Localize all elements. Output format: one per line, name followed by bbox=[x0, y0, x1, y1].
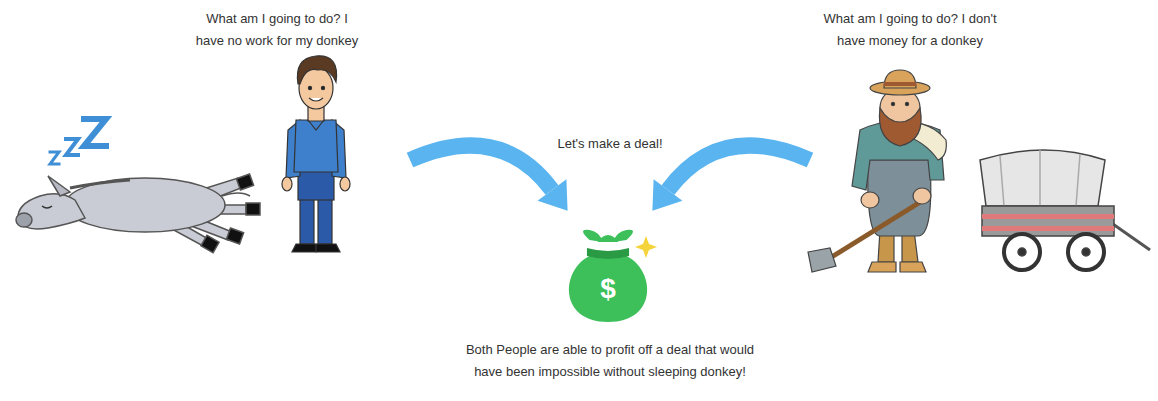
wagon-part bbox=[982, 206, 1114, 236]
man-figure bbox=[282, 56, 350, 252]
merge-arrow-part bbox=[538, 179, 568, 211]
wagon-part bbox=[1004, 234, 1040, 270]
wagon-part bbox=[1082, 248, 1090, 256]
farmer-figure-part bbox=[900, 262, 926, 272]
merge-arrow-part bbox=[410, 145, 552, 190]
man-figure-part bbox=[308, 86, 311, 89]
farmer-figure-part bbox=[884, 70, 916, 88]
wagon-part bbox=[1110, 222, 1150, 250]
caption-text: What am I going to do? I don't have mone… bbox=[790, 8, 1030, 52]
caption-text: What am I going to do? I have no work fo… bbox=[162, 8, 392, 52]
money-bag-part bbox=[597, 235, 618, 242]
merge-arrow-part bbox=[668, 145, 810, 190]
wagon-part bbox=[1068, 234, 1104, 270]
sparkle bbox=[635, 236, 657, 258]
donkey-part bbox=[226, 228, 243, 244]
man-figure-part bbox=[316, 244, 340, 252]
farmer-figure-part bbox=[879, 108, 921, 146]
man-figure-part bbox=[309, 98, 323, 101]
donkey-part bbox=[48, 176, 70, 196]
donkey-part bbox=[70, 180, 130, 188]
farmer-figure-part bbox=[868, 262, 896, 272]
sleep-symbol bbox=[50, 119, 106, 164]
donkey-part bbox=[236, 174, 253, 190]
donkey bbox=[16, 174, 260, 253]
farmer-figure-part bbox=[861, 192, 879, 208]
sleep-symbol-part bbox=[50, 152, 59, 164]
donkey-part bbox=[65, 178, 225, 232]
donkey-part bbox=[246, 203, 260, 215]
farmer-figure-part bbox=[884, 82, 916, 86]
wagon-part bbox=[982, 226, 1114, 231]
currency-symbol: $ bbox=[558, 274, 658, 304]
money-bag-part bbox=[587, 248, 629, 259]
donkey-part bbox=[16, 213, 32, 227]
man-figure-part bbox=[340, 177, 350, 191]
man-figure-part bbox=[298, 168, 334, 200]
man-figure-part bbox=[318, 196, 332, 244]
money-bag: $ bbox=[558, 226, 658, 324]
farmer-figure-part bbox=[891, 102, 894, 105]
man-figure-part bbox=[282, 177, 292, 191]
man-figure-part bbox=[294, 120, 338, 172]
farmer-figure bbox=[808, 70, 946, 272]
caption-text: Let's make a deal! bbox=[530, 133, 690, 155]
farmer-figure-part bbox=[905, 102, 908, 105]
wagon-part bbox=[1018, 248, 1026, 256]
donkey-part bbox=[201, 235, 219, 252]
farmer-figure-part bbox=[830, 196, 930, 258]
sleep-symbol-part bbox=[84, 119, 106, 146]
merge-arrow bbox=[410, 145, 810, 210]
man-figure-part bbox=[300, 196, 314, 244]
man-figure-part bbox=[292, 244, 316, 252]
sparkle-part bbox=[635, 236, 657, 258]
farmer-figure-part bbox=[808, 248, 836, 272]
wagon-part bbox=[980, 150, 1105, 206]
wagon-part bbox=[982, 214, 1114, 219]
man-figure-part bbox=[321, 86, 324, 89]
wagon-part bbox=[1000, 150, 1080, 206]
sleep-symbol-part bbox=[66, 139, 78, 155]
man-figure-part bbox=[297, 56, 336, 84]
donkey-part bbox=[42, 206, 52, 208]
donkey-part bbox=[222, 193, 250, 196]
man-figure-part bbox=[308, 120, 324, 130]
wagon bbox=[980, 150, 1150, 270]
farmer-figure-part bbox=[913, 188, 931, 204]
caption-text: Both People are able to profit off a dea… bbox=[410, 339, 810, 383]
merge-arrow-part bbox=[652, 179, 682, 211]
